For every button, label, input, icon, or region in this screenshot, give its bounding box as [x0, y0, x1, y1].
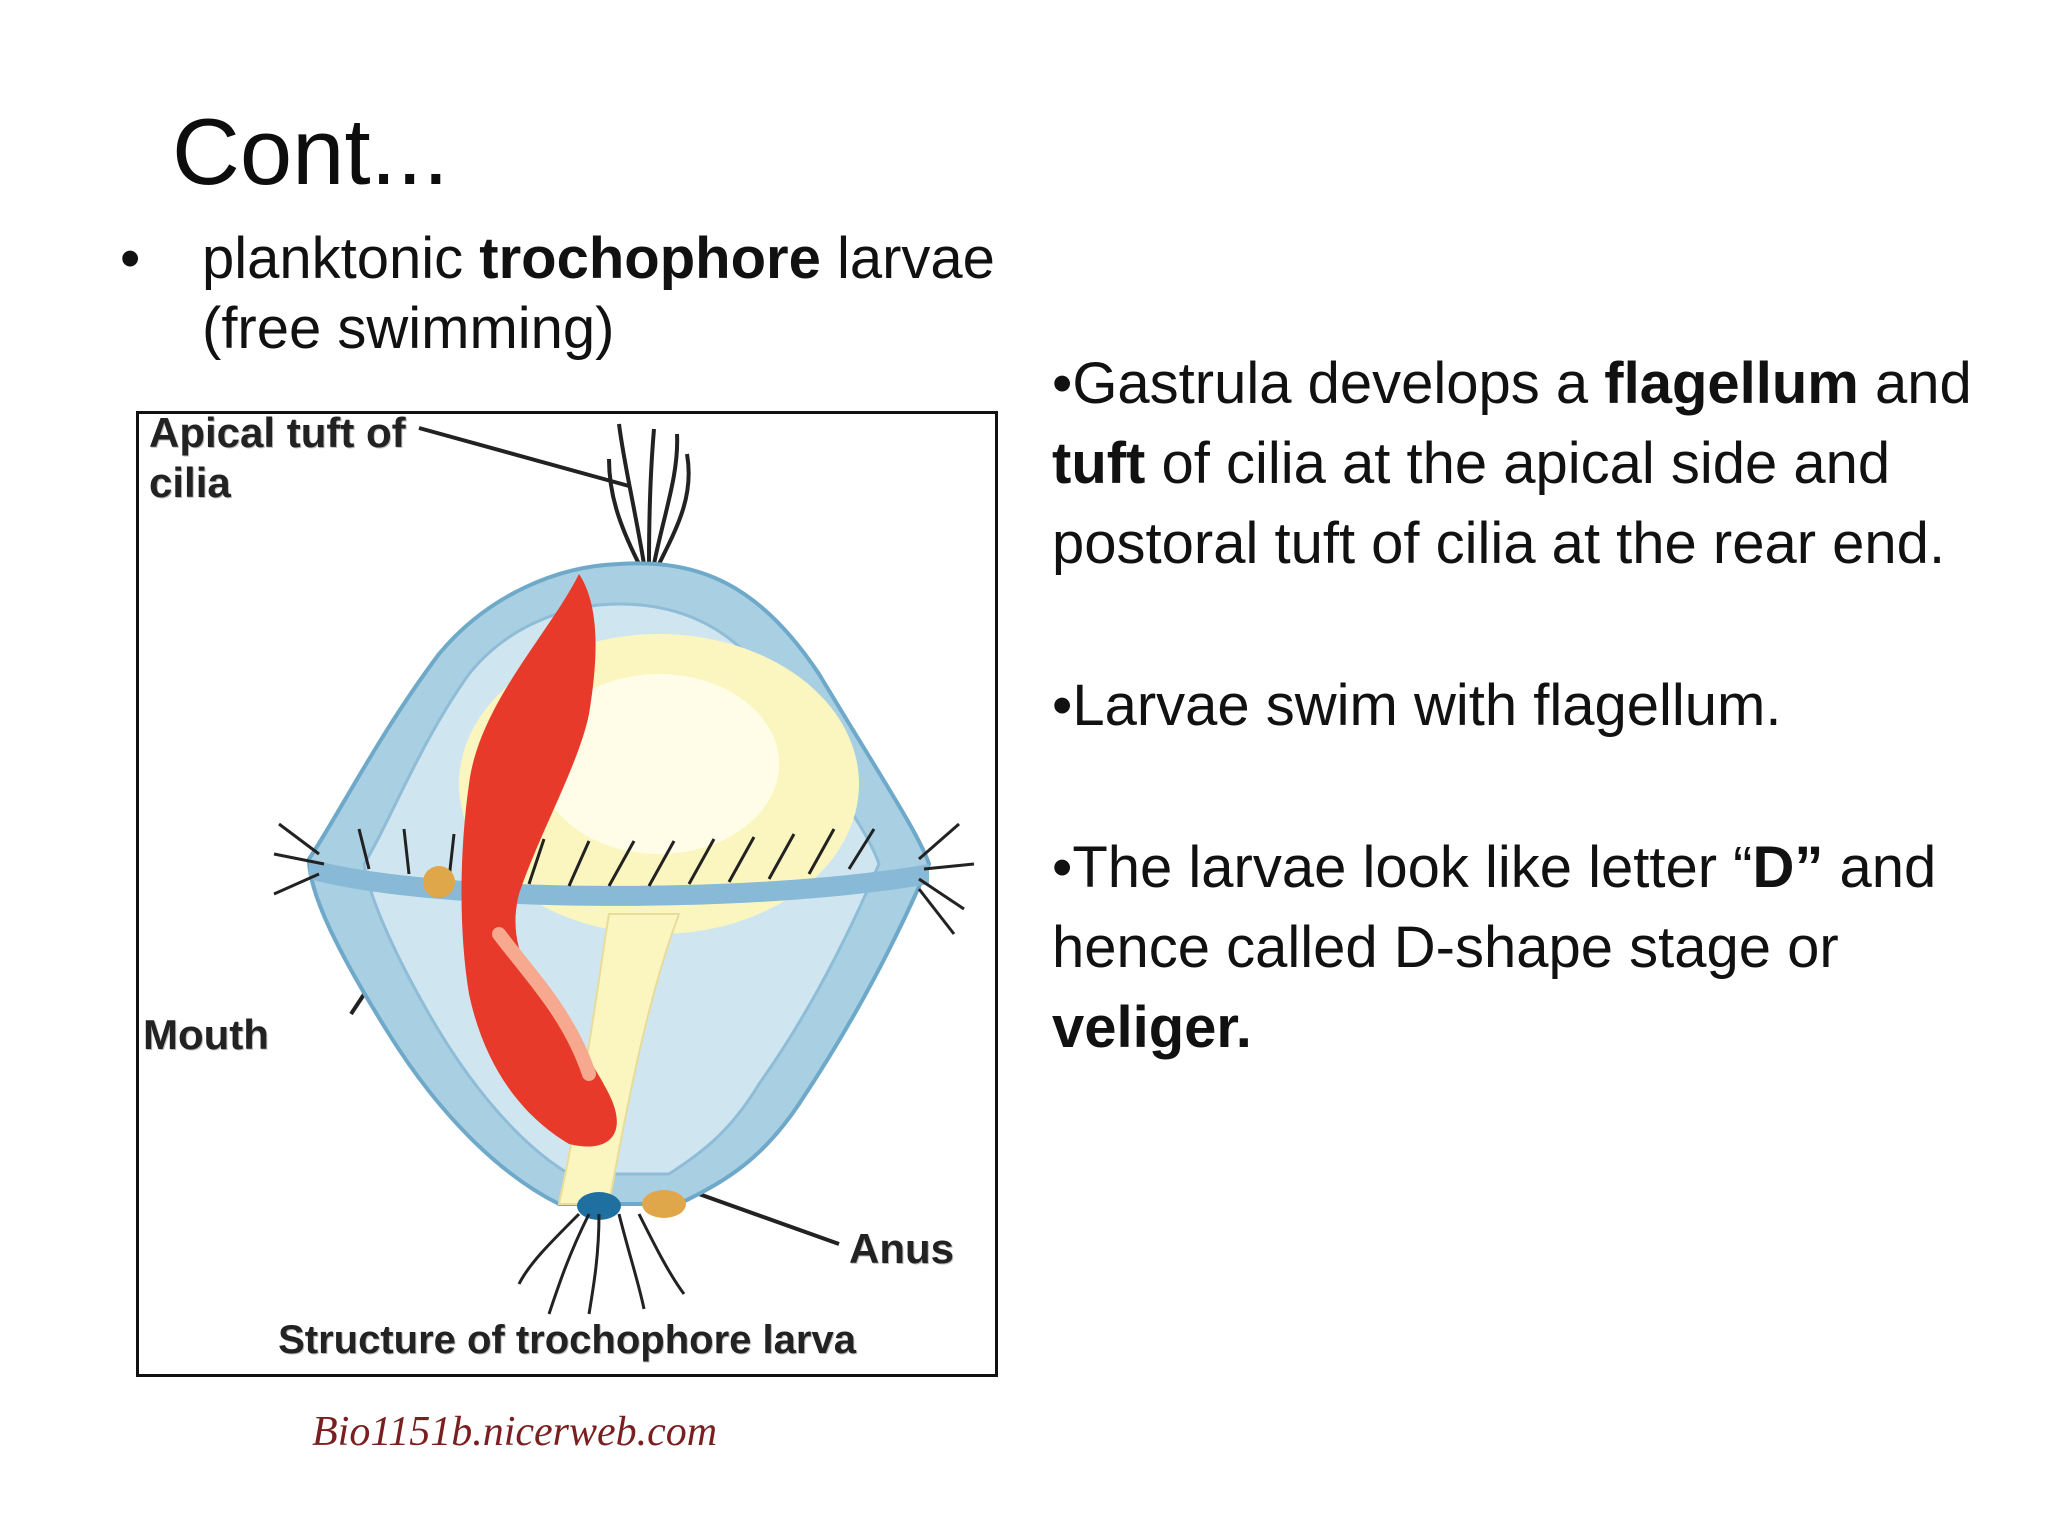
point-text: and [1858, 351, 1972, 416]
point-bold: flagellum [1604, 351, 1859, 416]
point-d-shape: •The larvae look like letter “D” and hen… [1052, 828, 2012, 1068]
label-anus: Anus [849, 1225, 954, 1272]
point-text: Larvae swim with flagellum. [1072, 673, 1782, 739]
bullet-text-post: larvae (free swimming) [202, 226, 995, 361]
bullet-text-pre: planktonic [202, 226, 480, 291]
point-text: of cilia at the apical side and postoral… [1052, 431, 1946, 577]
telotroch-cilia [517, 1212, 686, 1315]
point-text: Gastrula develops a [1072, 351, 1605, 416]
diagram-caption: Structure of trochophore larva [278, 1318, 856, 1362]
point-text: and hence called D-shape stage or [1052, 835, 1937, 981]
anal-vesicle [577, 1192, 621, 1220]
point-swim: •Larvae swim with flagellum. [1052, 666, 2012, 746]
point-text: The larvae look like letter “ [1072, 835, 1753, 901]
point-marker: • [1052, 351, 1073, 416]
bullet-marker: • [120, 226, 141, 291]
point-flagellum: •Gastrula develops a flagellum and tuft … [1052, 344, 2012, 584]
bullet-text: planktonic trochophore larvae (free swim… [202, 224, 1120, 363]
point-bold: D” [1752, 835, 1824, 901]
point-marker: • [1052, 835, 1073, 901]
source-credit: Bio1151b.nicerweb.com [312, 1409, 718, 1455]
slide-title: Cont... [172, 99, 449, 204]
gut [461, 574, 617, 1147]
apical-cilia [607, 423, 691, 565]
right-column-points: •Gastrula develops a flagellum and tuft … [1052, 344, 2012, 1150]
anus [642, 1190, 686, 1218]
label-apical-tuft: Apical tuft of cilia [149, 411, 406, 507]
label-mouth: Mouth [143, 1011, 269, 1058]
main-bullet: • planktonic trochophore larvae (free sw… [120, 224, 1120, 363]
mouth [423, 866, 455, 898]
trochophore-illustration [273, 423, 975, 1315]
trochophore-diagram: Apical tuft of cilia Mouth Anus Structur… [136, 411, 998, 1377]
point-bold: veliger. [1052, 995, 1252, 1061]
point-bold: tuft [1052, 431, 1146, 497]
bullet-text-bold: trochophore [479, 226, 821, 291]
point-marker: • [1052, 673, 1073, 739]
